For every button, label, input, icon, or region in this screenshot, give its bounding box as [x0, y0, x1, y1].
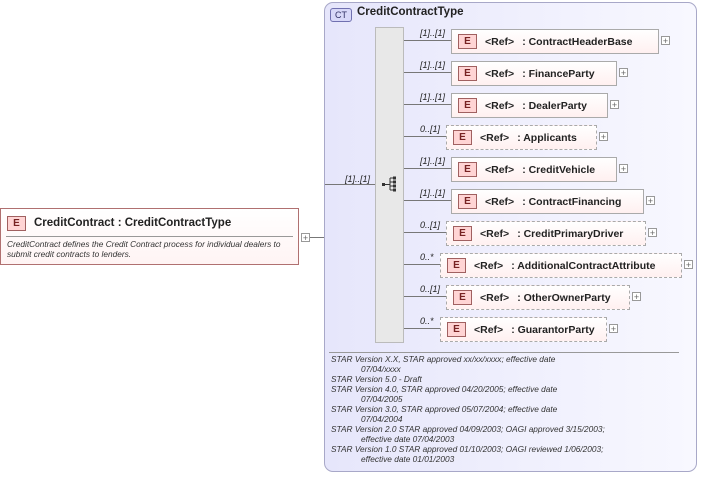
child-ref-label: <Ref>: [485, 35, 515, 48]
child-ref-label: <Ref>: [480, 291, 510, 304]
child-occurrence-label: [1]..[1]: [420, 60, 446, 70]
child-connector-line: [404, 328, 440, 329]
child-ref-label: <Ref>: [474, 259, 504, 272]
child-ref-label: <Ref>: [474, 323, 504, 336]
child-occurrence-label: [1]..[1]: [420, 28, 446, 38]
element-badge-icon: E: [447, 322, 466, 337]
child-type-name: : DealerParty: [522, 99, 587, 112]
child-element-box[interactable]: E <Ref> : ContractHeaderBase: [451, 29, 659, 54]
documentation-line: 07/04/2005: [361, 394, 403, 404]
complex-type-title: CreditContractType: [357, 6, 464, 18]
element-badge-icon: E: [447, 258, 466, 273]
documentation-line: STAR Version 5.0 - Draft: [331, 374, 422, 384]
child-occurrence-label: 0..*: [420, 252, 434, 262]
divider: [6, 236, 293, 237]
child-element-box[interactable]: E <Ref> : DealerParty: [451, 93, 608, 118]
child-connector-line: [404, 200, 451, 201]
expand-icon[interactable]: +: [661, 36, 670, 46]
child-element-box[interactable]: E <Ref> : ContractFinancing: [451, 189, 644, 214]
element-badge-icon: E: [453, 226, 472, 241]
element-badge-icon: E: [458, 194, 477, 209]
element-badge-icon: E: [458, 66, 477, 81]
element-badge-icon: E: [7, 215, 26, 231]
child-connector-line: [404, 104, 451, 105]
expand-icon[interactable]: +: [619, 164, 628, 174]
child-occurrence-label: 0..[1]: [420, 284, 441, 294]
child-type-name: : CreditVehicle: [522, 163, 596, 176]
child-occurrence-label: 0..[1]: [420, 220, 441, 230]
expand-icon[interactable]: +: [610, 100, 619, 110]
child-ref-label: <Ref>: [480, 131, 510, 144]
child-element-box[interactable]: E <Ref> : GuarantorParty: [440, 317, 607, 342]
child-connector-line: [404, 136, 446, 137]
child-type-name: : ContractHeaderBase: [522, 35, 633, 48]
root-element-box[interactable]: E CreditContract : CreditContractType Cr…: [0, 208, 299, 265]
expand-icon[interactable]: +: [609, 324, 618, 334]
child-connector-line: [404, 296, 446, 297]
element-badge-icon: E: [458, 98, 477, 113]
expand-icon[interactable]: +: [632, 292, 641, 302]
child-element-box[interactable]: E <Ref> : AdditionalContractAttribute: [440, 253, 682, 278]
child-type-name: : CreditPrimaryDriver: [517, 227, 624, 240]
child-element-box[interactable]: E <Ref> : CreditPrimaryDriver: [446, 221, 646, 246]
child-occurrence-label: 0..[1]: [420, 124, 441, 134]
child-element-box[interactable]: E <Ref> : OtherOwnerParty: [446, 285, 630, 310]
documentation-line: STAR Version 1.0 STAR approved 01/10/200…: [331, 444, 604, 454]
expand-icon[interactable]: +: [301, 233, 310, 243]
child-ref-label: <Ref>: [480, 227, 510, 240]
element-badge-icon: E: [453, 130, 472, 145]
child-connector-line: [404, 72, 451, 73]
child-ref-label: <Ref>: [485, 99, 515, 112]
child-element-box[interactable]: E <Ref> : Applicants: [446, 125, 597, 150]
expand-icon[interactable]: +: [619, 68, 628, 78]
documentation-line: effective date 07/04/2003: [361, 434, 455, 444]
child-type-name: : GuarantorParty: [511, 323, 595, 336]
element-badge-icon: E: [453, 290, 472, 305]
sequence-occurrence-label: [1]..[1]: [345, 174, 371, 184]
documentation-line: STAR Version X.X, STAR approved xx/xx/xx…: [331, 354, 556, 364]
documentation-line: 07/04/2004: [361, 414, 403, 424]
connector-line: [310, 237, 325, 238]
root-element-documentation: CreditContract defines the Credit Contra…: [7, 239, 281, 259]
sequence-connector-line: [325, 184, 375, 185]
complex-type-badge-icon: CT: [330, 8, 352, 22]
documentation-divider: [329, 352, 679, 353]
child-occurrence-label: [1]..[1]: [420, 156, 446, 166]
documentation-line: STAR Version 4.0, STAR approved 04/20/20…: [331, 384, 558, 394]
expand-icon[interactable]: +: [646, 196, 655, 206]
child-occurrence-label: [1]..[1]: [420, 92, 446, 102]
child-type-name: : ContractFinancing: [522, 195, 622, 208]
child-type-name: : Applicants: [517, 131, 577, 144]
root-element-title: CreditContract : CreditContractType: [34, 217, 232, 229]
documentation-line: STAR Version 2.0 STAR approved 04/09/200…: [331, 424, 605, 434]
child-connector-line: [404, 264, 440, 265]
element-badge-icon: E: [458, 162, 477, 177]
child-ref-label: <Ref>: [485, 67, 515, 80]
complex-type-documentation: STAR Version X.X, STAR approved xx/xx/xx…: [331, 354, 686, 464]
child-ref-label: <Ref>: [485, 195, 515, 208]
child-element-box[interactable]: E <Ref> : FinanceParty: [451, 61, 617, 86]
child-type-name: : AdditionalContractAttribute: [511, 259, 656, 272]
expand-icon[interactable]: +: [648, 228, 657, 238]
element-badge-icon: E: [458, 34, 477, 49]
child-type-name: : FinanceParty: [522, 67, 595, 80]
documentation-line: STAR Version 3.0, STAR approved 05/07/20…: [331, 404, 558, 414]
expand-icon[interactable]: +: [599, 132, 608, 142]
expand-icon[interactable]: +: [684, 260, 693, 270]
documentation-line: 07/04/xxxx: [361, 364, 401, 374]
child-type-name: : OtherOwnerParty: [517, 291, 611, 304]
child-connector-line: [404, 232, 446, 233]
child-occurrence-label: 0..*: [420, 316, 434, 326]
child-occurrence-label: [1]..[1]: [420, 188, 446, 198]
sequence-icon: [382, 176, 396, 192]
child-connector-line: [404, 40, 451, 41]
documentation-line: effective date 01/01/2003: [361, 454, 455, 464]
child-ref-label: <Ref>: [485, 163, 515, 176]
child-element-box[interactable]: E <Ref> : CreditVehicle: [451, 157, 617, 182]
child-connector-line: [404, 168, 451, 169]
